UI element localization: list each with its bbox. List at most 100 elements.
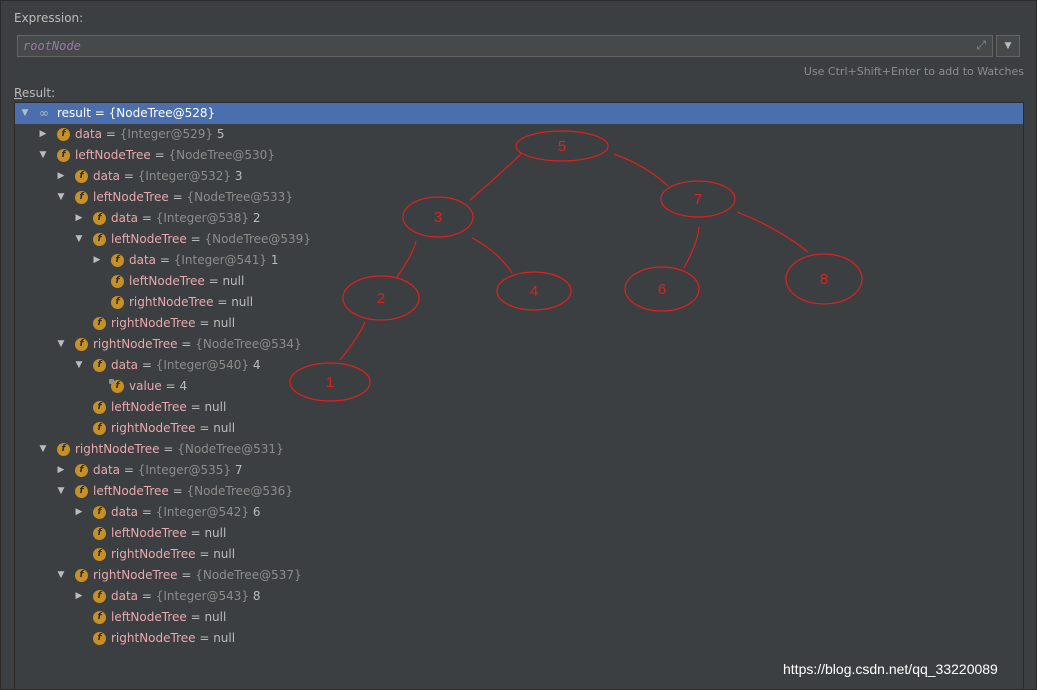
tree-node-label: 1 bbox=[326, 374, 334, 391]
tree-row[interactable]: ▶ f data = {Integer@532} 3 bbox=[15, 166, 1023, 187]
tree-node-label: 7 bbox=[694, 191, 702, 208]
chevron-down-icon: ▼ bbox=[1004, 41, 1012, 51]
field-name: value bbox=[129, 379, 162, 393]
collapse-arrow-icon[interactable]: ▼ bbox=[75, 234, 83, 244]
expand-arrow-icon[interactable]: ▶ bbox=[75, 591, 83, 601]
field-icon: f bbox=[93, 611, 106, 624]
expand-arrow-icon[interactable]: ▶ bbox=[39, 129, 47, 139]
field-icon: f bbox=[93, 422, 106, 435]
tree-node-label: 4 bbox=[530, 283, 538, 300]
tree-row[interactable]: ▼∞result = {NodeTree@528} bbox=[15, 103, 1023, 124]
field-name: rightNodeTree bbox=[111, 631, 196, 645]
tree-row-text: data = {Integer@535} 7 bbox=[93, 463, 243, 477]
field-icon: f bbox=[111, 275, 124, 288]
expand-arrow-icon[interactable]: ▶ bbox=[75, 507, 83, 517]
collapse-arrow-icon[interactable]: ▼ bbox=[75, 360, 83, 370]
expand-arrow-icon[interactable]: ▶ bbox=[57, 465, 65, 475]
watch-glasses-icon: ∞ bbox=[39, 106, 49, 120]
field-value: 4 bbox=[179, 379, 188, 393]
object-reference: {Integer@541} bbox=[173, 253, 268, 267]
tree-row-text: data = {Integer@538} 2 bbox=[111, 211, 261, 225]
expand-arrow-icon[interactable]: ▶ bbox=[75, 213, 83, 223]
field-name: rightNodeTree bbox=[93, 568, 178, 582]
object-reference: {Integer@535} bbox=[137, 463, 232, 477]
tree-row-text: data = {Integer@532} 3 bbox=[93, 169, 243, 183]
tree-node-circle bbox=[342, 275, 420, 321]
tree-node-label: 6 bbox=[658, 281, 666, 298]
expression-input[interactable]: rootNode ⤢ bbox=[17, 35, 993, 57]
field-value: 8 bbox=[252, 589, 261, 603]
tree-row-text: rightNodeTree = {NodeTree@534} bbox=[93, 337, 302, 351]
field-value: 5 bbox=[216, 127, 225, 141]
field-name: rightNodeTree bbox=[93, 337, 178, 351]
tree-row-text: leftNodeTree = null bbox=[111, 526, 227, 540]
field-value: null bbox=[204, 610, 227, 624]
field-icon: f bbox=[111, 296, 124, 309]
field-value: null bbox=[213, 421, 236, 435]
collapse-arrow-icon[interactable]: ▼ bbox=[57, 570, 65, 580]
field-value: null bbox=[222, 274, 245, 288]
expand-editor-icon[interactable]: ⤢ bbox=[976, 38, 986, 52]
field-name: data bbox=[111, 358, 139, 372]
collapse-arrow-icon[interactable]: ▼ bbox=[57, 486, 65, 496]
object-reference: {Integer@532} bbox=[137, 169, 232, 183]
tree-row-text: rightNodeTree = null bbox=[111, 547, 236, 561]
tree-row-text: rightNodeTree = null bbox=[111, 316, 236, 330]
tree-edge-line bbox=[396, 240, 417, 278]
tree-row-text: rightNodeTree = null bbox=[111, 631, 236, 645]
field-name: leftNodeTree bbox=[75, 148, 151, 162]
tree-row[interactable]: f rightNodeTree = null bbox=[15, 544, 1023, 565]
field-icon: f bbox=[93, 590, 106, 603]
expression-text[interactable]: rootNode bbox=[23, 39, 81, 53]
result-label: Result: bbox=[14, 86, 56, 100]
collapse-arrow-icon[interactable]: ▼ bbox=[39, 444, 47, 454]
field-value: null bbox=[213, 631, 236, 645]
tree-node-circle bbox=[660, 180, 736, 218]
tree-node-label: 2 bbox=[377, 290, 385, 307]
tree-row-text: leftNodeTree = {NodeTree@536} bbox=[93, 484, 293, 498]
collapse-arrow-icon[interactable]: ▼ bbox=[57, 339, 65, 349]
tree-row-text: leftNodeTree = {NodeTree@539} bbox=[111, 232, 311, 246]
watermark-text: https://blog.csdn.net/qq_33220089 bbox=[783, 661, 998, 677]
expand-arrow-icon[interactable]: ▶ bbox=[93, 255, 101, 265]
tree-row[interactable]: f rightNodeTree = null bbox=[15, 313, 1023, 334]
expression-history-dropdown[interactable]: ▼ bbox=[996, 35, 1020, 57]
field-name: data bbox=[111, 589, 139, 603]
tree-node-circle bbox=[402, 196, 474, 238]
collapse-arrow-icon[interactable]: ▼ bbox=[39, 150, 47, 160]
tree-row-text: data = {Integer@542} 6 bbox=[111, 505, 261, 519]
field-name: data bbox=[93, 463, 121, 477]
field-icon: f bbox=[93, 548, 106, 561]
collapse-arrow-icon[interactable]: ▼ bbox=[21, 108, 29, 118]
field-icon: f bbox=[75, 170, 88, 183]
expand-arrow-icon[interactable]: ▶ bbox=[57, 171, 65, 181]
collapse-arrow-icon[interactable]: ▼ bbox=[57, 192, 65, 202]
field-value: 4 bbox=[252, 358, 261, 372]
field-name: rightNodeTree bbox=[111, 316, 196, 330]
field-icon: f bbox=[93, 317, 106, 330]
field-name: data bbox=[93, 169, 121, 183]
